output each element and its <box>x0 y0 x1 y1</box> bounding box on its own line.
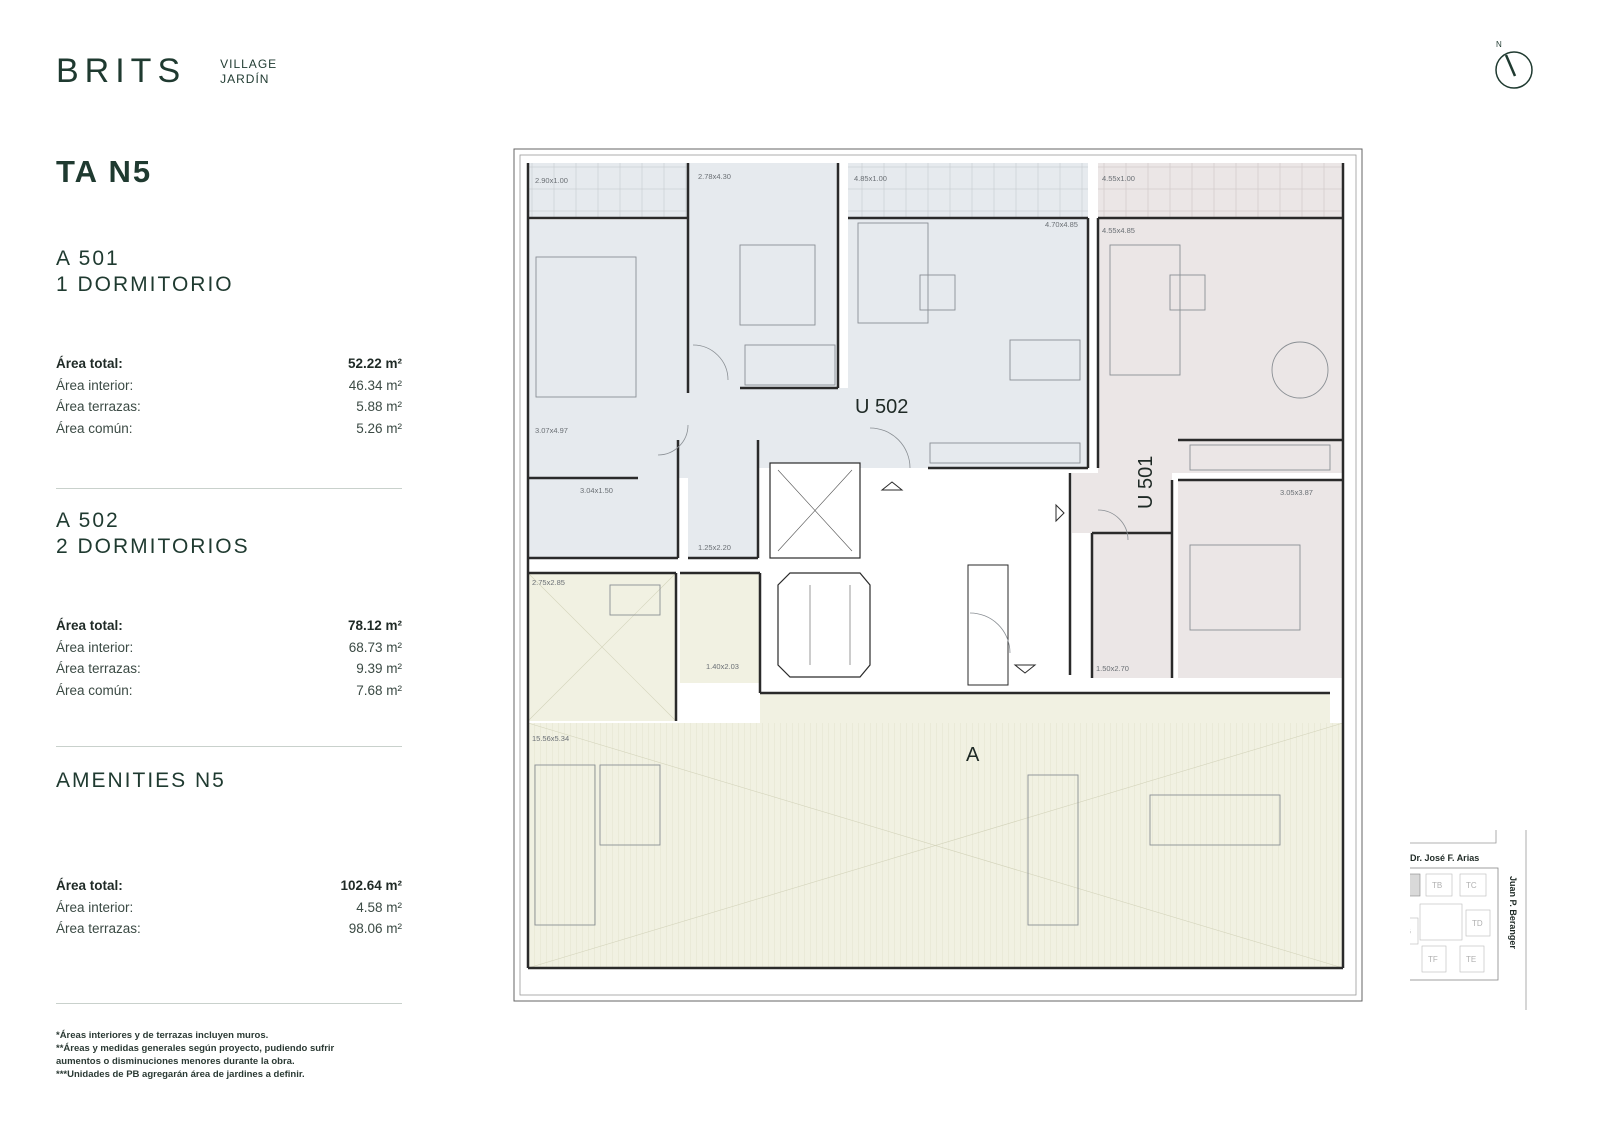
room-dim: 1.25x2.20 <box>698 543 731 552</box>
walls <box>526 163 1345 970</box>
door-swings <box>657 344 1129 654</box>
stat-row-terraces: Área terrazas:98.06 m² <box>56 921 402 936</box>
room-dim: 4.85x1.00 <box>854 174 887 183</box>
brand-logo: BRITS VILLAGE JARDÍN <box>56 54 277 88</box>
section-divider <box>56 1003 402 1004</box>
brand-subtitle-line2: JARDÍN <box>220 72 270 86</box>
section-divider <box>56 746 402 747</box>
unit-a502-section: A 502 2 DORMITORIOS Área total:78.12 m² … <box>56 508 402 698</box>
room-dimension-labels: 2.90x1.00 2.78x4.30 4.85x1.00 4.55x1.00 … <box>532 172 1313 743</box>
room-dim: 3.07x4.97 <box>535 426 568 435</box>
tower-tc: TC <box>1466 881 1477 890</box>
unit-name: AMENITIES N5 <box>56 769 226 792</box>
brand-subtitle: VILLAGE JARDÍN <box>220 57 277 88</box>
room-dim: 2.90x1.00 <box>535 176 568 185</box>
unit-u501-area <box>1072 163 1343 678</box>
unit-type: 1 DORMITORIO <box>56 273 234 296</box>
tower-te: TE <box>1466 955 1476 964</box>
unit-title: A 501 1 DORMITORIO <box>56 246 402 298</box>
site-key-map: Dr. José F. Arias Juan P. Beranger TA TB… <box>1387 830 1560 1010</box>
stat-row-total: Área total:78.12 m² <box>56 618 402 633</box>
stat-row-total: Área total:52.22 m² <box>56 356 402 371</box>
floor-plan: 2.90x1.00 2.78x4.30 4.85x1.00 4.55x1.00 … <box>510 145 1370 1005</box>
room-dim: 1.40x2.03 <box>706 662 739 671</box>
unit-type: 2 DORMITORIOS <box>56 535 250 558</box>
tower-td: TD <box>1472 919 1483 928</box>
footnotes: *Áreas interiores y de terrazas incluyen… <box>56 1029 386 1081</box>
stat-row-interior: Área interior:4.58 m² <box>56 899 402 915</box>
section-divider <box>56 488 402 489</box>
room-dim: 2.78x4.30 <box>698 172 731 181</box>
brand-name: BRITS <box>56 52 187 90</box>
tower-tf: TF <box>1428 955 1438 964</box>
unit-stats: Área total:78.12 m² Área interior:68.73 … <box>56 615 402 701</box>
stat-row-common: Área común:7.68 m² <box>56 682 402 698</box>
street-name-top: Dr. José F. Arias <box>1410 853 1479 863</box>
footnote: ***Unidades de PB agregarán área de jard… <box>56 1069 305 1080</box>
footnote: aumentos o disminuciones menores durante… <box>56 1056 295 1067</box>
entry-arrows <box>880 481 1065 674</box>
compass-label: N <box>1496 40 1502 49</box>
unit-name: A 501 <box>56 247 120 270</box>
stat-row-terraces: Área terrazas:5.88 m² <box>56 399 402 414</box>
tower-tg: TG <box>1410 927 1411 936</box>
stat-row-terraces: Área terrazas:9.39 m² <box>56 661 402 676</box>
stat-row-common: Área común:5.26 m² <box>56 420 402 436</box>
compass-north-icon: N <box>1492 38 1536 90</box>
furniture <box>534 222 1331 926</box>
unit-title: A 502 2 DORMITORIOS <box>56 508 402 560</box>
room-dim: 4.55x1.00 <box>1102 174 1135 183</box>
unit-stats: Área total:102.64 m² Área interior:4.58 … <box>56 875 402 940</box>
unit-label-amenities: A <box>966 744 980 766</box>
unit-a501-section: A 501 1 DORMITORIO Área total:52.22 m² Á… <box>56 246 402 436</box>
street-name-right: Juan P. Beranger <box>1508 876 1518 949</box>
footnote: **Áreas y medidas generales según proyec… <box>56 1043 335 1054</box>
unit-stats: Área total:52.22 m² Área interior:46.34 … <box>56 353 402 439</box>
room-dim: 15.56x5.34 <box>532 734 569 743</box>
stat-row-interior: Área interior:46.34 m² <box>56 377 402 393</box>
unit-name: A 502 <box>56 509 120 532</box>
stat-row-interior: Área interior:68.73 m² <box>56 639 402 655</box>
footnote: *Áreas interiores y de terrazas incluyen… <box>56 1030 269 1041</box>
floor-title: TA N5 <box>56 154 153 189</box>
unit-title: AMENITIES N5 <box>56 768 402 794</box>
room-dim: 4.55x4.85 <box>1102 226 1135 235</box>
unit-label-u501: U 501 <box>1135 456 1157 509</box>
room-dim: 4.70x4.85 <box>1045 220 1078 229</box>
tower-tb: TB <box>1432 881 1442 890</box>
stat-row-total: Área total:102.64 m² <box>56 878 402 893</box>
room-dim: 1.50x2.70 <box>1096 664 1129 673</box>
amenities-area <box>527 572 1344 969</box>
building-core <box>769 462 1009 686</box>
room-dim: 2.75x2.85 <box>532 578 565 587</box>
amenities-section: AMENITIES N5 Área total:102.64 m² Área i… <box>56 768 402 936</box>
room-dim: 3.04x1.50 <box>580 486 613 495</box>
room-dim: 3.05x3.87 <box>1280 488 1313 497</box>
unit-label-u502: U 502 <box>855 396 908 418</box>
brand-subtitle-line1: VILLAGE <box>220 57 278 71</box>
